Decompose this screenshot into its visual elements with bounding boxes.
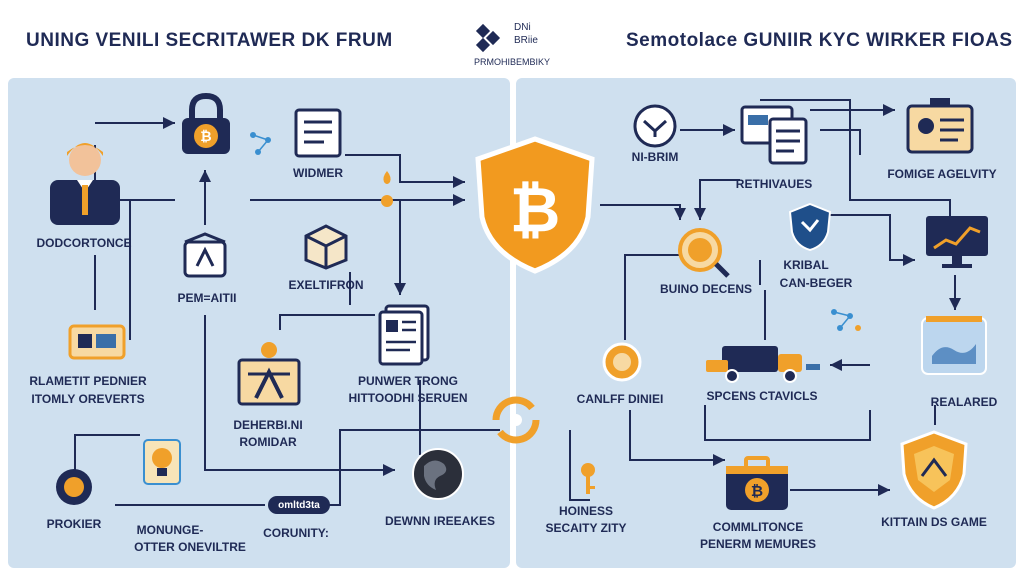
label-dewnn: DEWNN IREEAKES [384,514,496,528]
package-box-icon [304,224,348,270]
svg-text:₿: ₿ [200,129,211,145]
coin-small-icon [381,195,393,207]
label-romidar: ROMIDAR [239,435,297,449]
label-hoiness: HOINESS [558,504,614,518]
report-document-icon [378,304,430,366]
label-kittain: KITTAIN DS GAME [881,515,987,529]
map-box-icon [921,316,987,375]
left-title: UNING VENILI SECRITAWER DK FRUM [26,30,393,51]
label-corunity: CORUNITY: [263,526,329,540]
logo-line1: DNi [514,22,531,33]
label-ni-brim: NI-BRIM [631,150,679,164]
document-icon [294,108,342,158]
label-prokier: PROKIER [46,517,102,531]
framed-picture-icon [237,342,301,406]
right-title: Semotolace GUNIIR KYC WIRKER FIOAS [626,30,1013,51]
label-deherbini: DEHERBI.NI [233,418,303,432]
lightbulb-icon [143,439,181,485]
coin-stack-icon [602,342,642,382]
label-dodcortonce: DODCORTONCE [36,236,132,250]
logo-line2: BRiie [514,35,538,46]
label-pem-aitii: PEM=AITII [177,291,237,305]
logo-icon [475,23,501,53]
svg-text:₿: ₿ [751,482,763,500]
shield-icon [788,202,832,252]
label-spcens: SPCENS CTAVICLS [706,389,818,403]
document-stack-icon [68,324,126,360]
label-exeltifron: EXELTIFRON [288,278,364,292]
user-icon [50,143,120,225]
label-kribal: KRIBAL [783,258,829,272]
label-otter: OTTER ONEVILTRE [134,540,246,554]
gold-shield-icon [900,430,968,510]
network-nodes-icon [831,309,861,331]
label-fomege: FOMIGE AGELVITY [887,167,997,181]
label-penerm: PENERM MEMURES [699,537,817,551]
label-canlff: CANLFF DINIEI [576,392,664,406]
id-card-icon [906,98,974,154]
label-canbeger: CAN-BEGER [779,276,853,290]
ni-brim-badge-icon [633,104,677,148]
key-icon [581,463,595,494]
label-secaity: SECAITY ZITY [545,521,627,535]
label-punter: PUNWER TRONG [358,374,458,388]
retiivaues-screen-icon [740,105,808,165]
label-widmer: WIDMER [293,166,343,180]
header-bar [0,4,1024,72]
pem-box-icon [183,232,227,278]
label-realared: REALARED [930,395,998,409]
label-hittoodhi: HITTOODHI SERUEN [348,391,468,405]
label-commlitonce: COMMLITONCE [712,520,804,534]
monitor-chart-icon [926,216,988,268]
label-rlametit: RLAMETIT PEDNIER [29,374,147,388]
label-monunge: MONUNGE- [136,523,204,537]
logo-subtitle: PRMOHIBEMBIKY [474,57,551,67]
label-buino: BUINO DECENS [659,282,753,296]
network-dots-icon [250,132,271,155]
label-retiivaues: RETHIVAUES [735,177,813,191]
coin-icon [56,469,92,505]
magnifier-coin-icon [678,228,730,278]
bitcoin-shield-icon: ₿ [475,136,595,274]
svg-text:₿: ₿ [510,173,561,246]
label-itomly: ITOMLY OREVERTS [31,392,145,406]
globe-icon [412,448,464,500]
sync-icon [492,396,540,444]
truck-icon [706,346,820,383]
corunity-tag [268,496,330,514]
padlock-bitcoin-icon: ₿ [182,92,230,154]
corunity-tag-text: omltd3ta [278,500,320,511]
briefcase-bitcoin-icon: ₿ [726,456,788,510]
fire-icon [383,171,391,184]
